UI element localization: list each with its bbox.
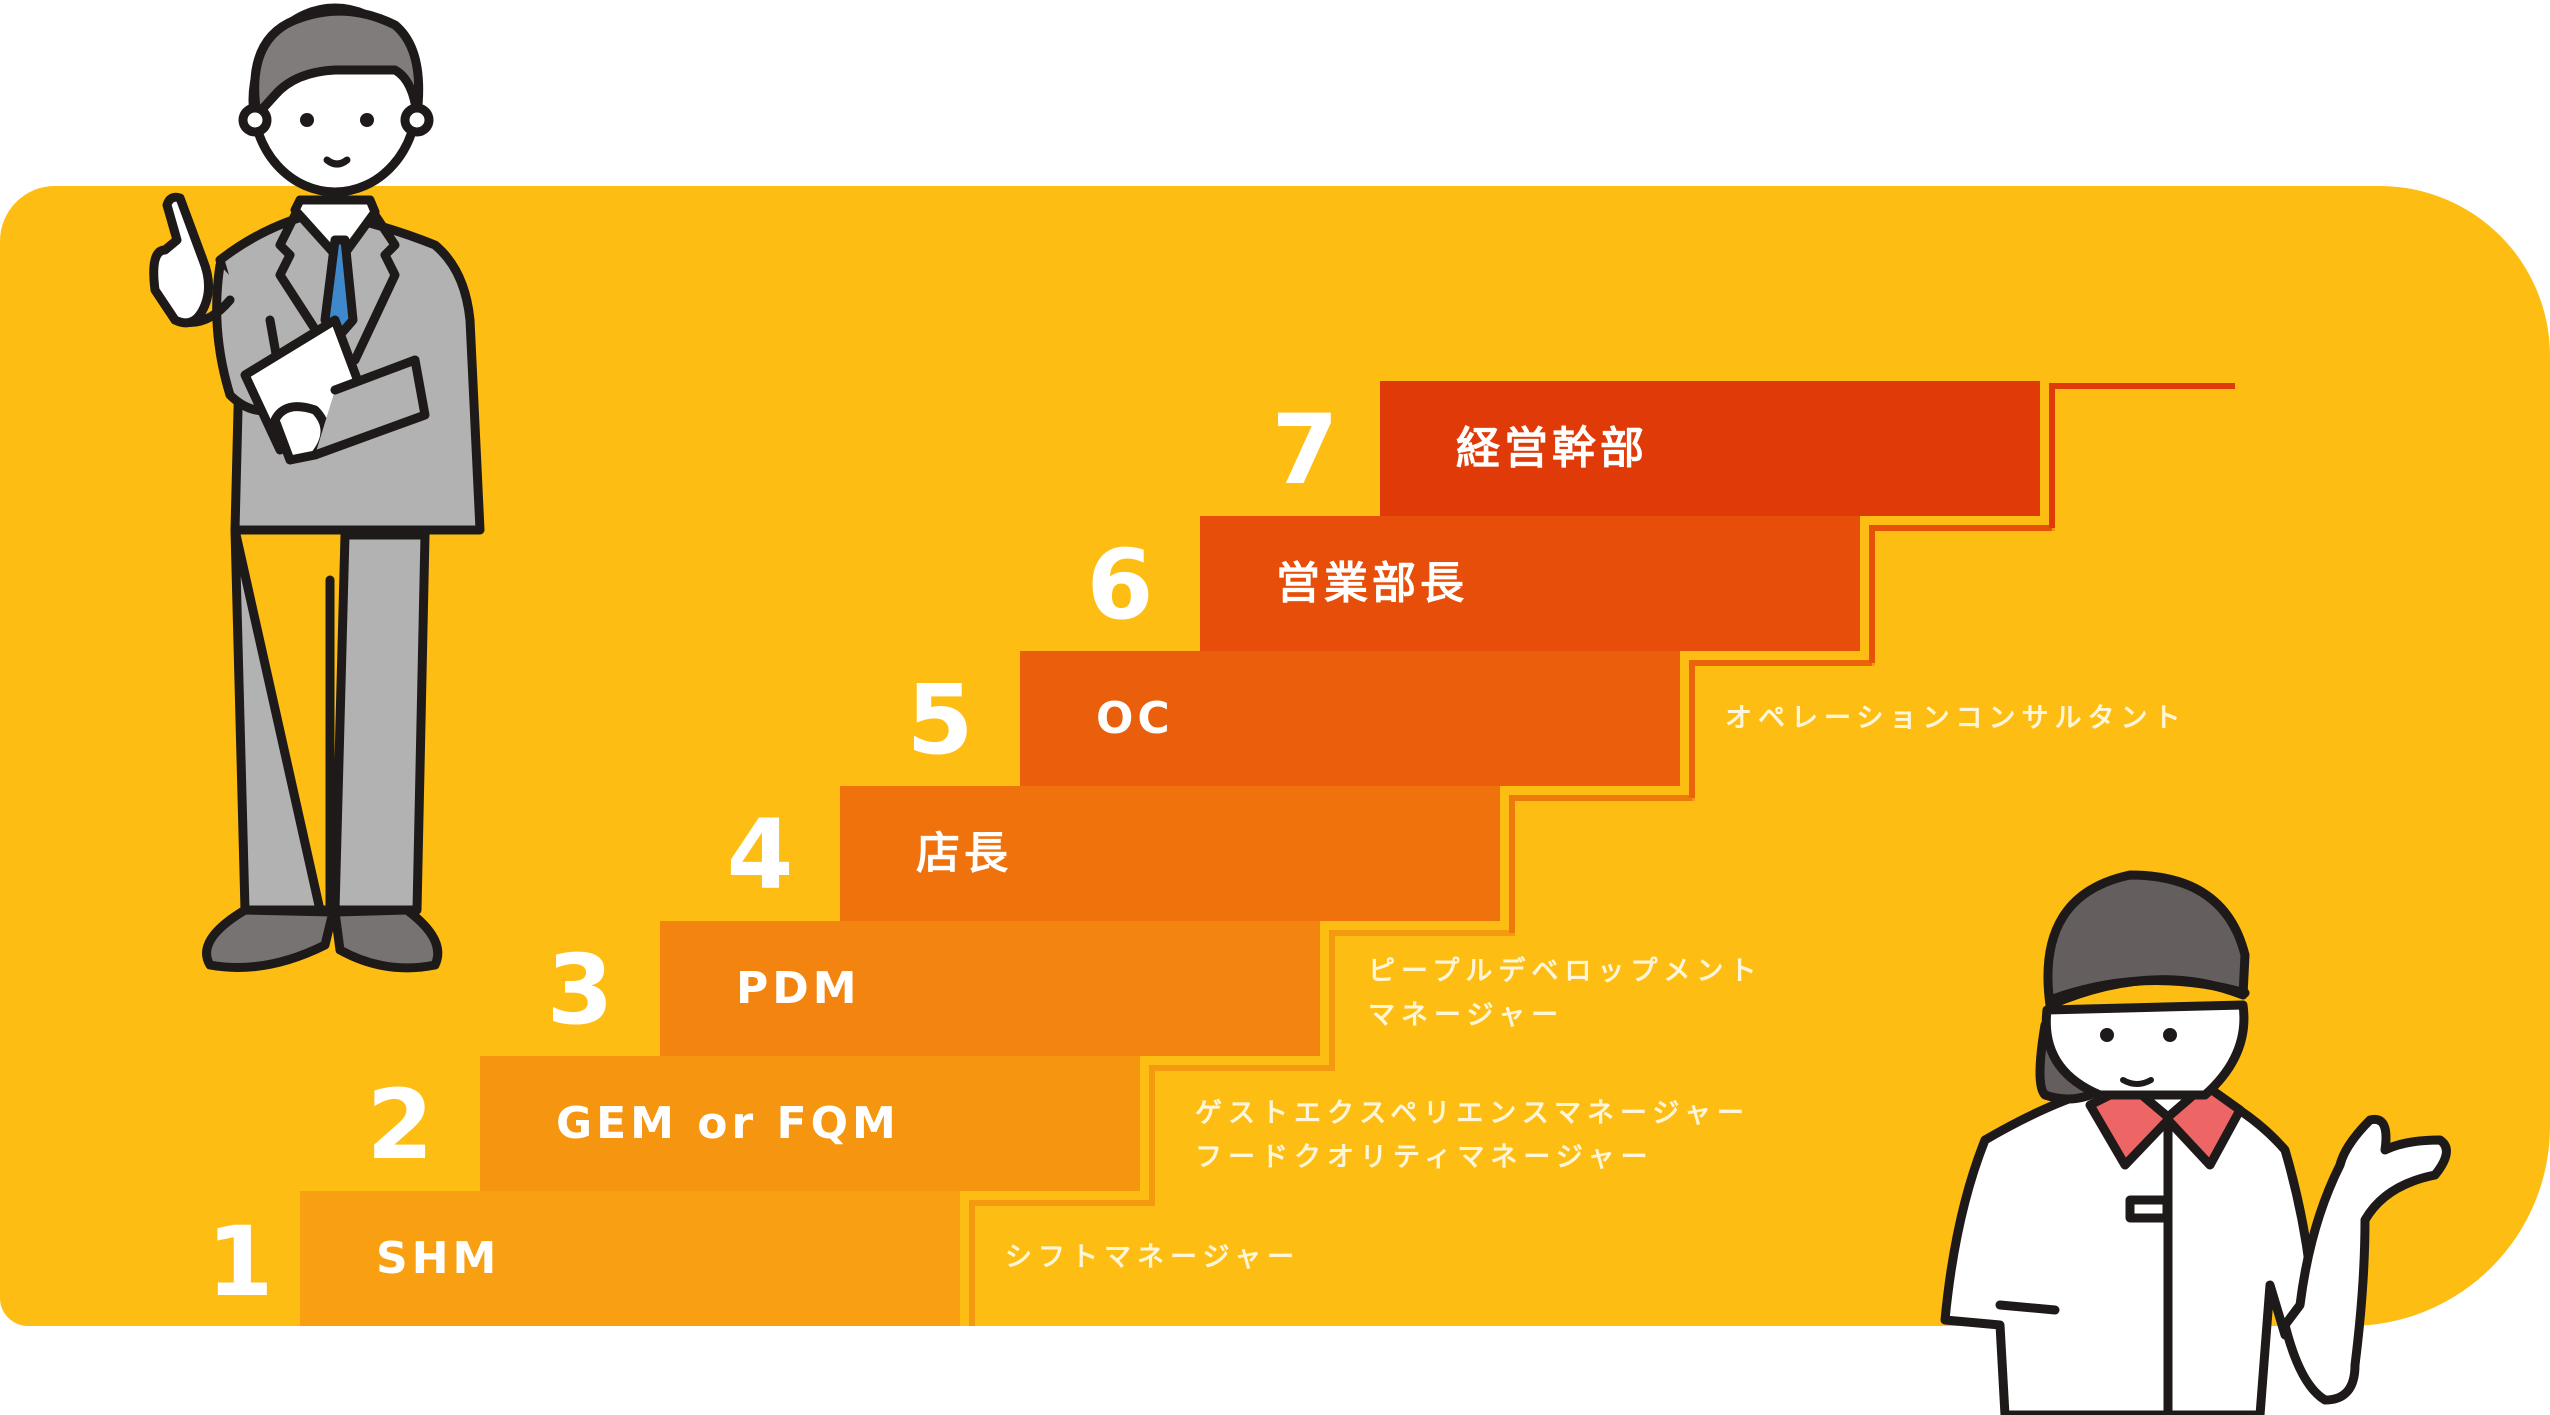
step-number: 5	[906, 664, 974, 776]
step-label: 営業部長	[1276, 558, 1468, 609]
step-1: SHM	[300, 1191, 960, 1326]
step-4: 店長	[840, 786, 1500, 921]
step-2: GEM or FQM	[480, 1056, 1140, 1191]
step-5: OC	[1020, 651, 1680, 786]
step-number: 1	[206, 1206, 274, 1318]
step-label: 店長	[916, 828, 1012, 879]
step-1-description: シフトマネージャー	[1005, 1236, 1300, 1280]
step-label: 経営幹部	[1456, 423, 1648, 474]
crew-member-illustration	[1940, 870, 2451, 1415]
description-line: ゲストエクスペリエンスマネージャー	[1195, 1098, 1751, 1129]
step-5-description: オペレーションコンサルタント	[1725, 697, 2186, 741]
step-number: 6	[1086, 529, 1154, 641]
step-7: 経営幹部	[1380, 381, 2040, 516]
step-label: SHM	[376, 1233, 501, 1284]
step-label: OC	[1096, 693, 1174, 744]
description-line: オペレーションコンサルタント	[1725, 703, 2187, 734]
step-3: PDM	[660, 921, 1320, 1056]
step-3-description: ピープルデベロップメント マネージャー	[1368, 950, 1762, 1038]
step-label: GEM or FQM	[556, 1098, 900, 1149]
step-number: 4	[726, 799, 794, 911]
step-label: PDM	[736, 963, 861, 1014]
description-line: ピープルデベロップメント	[1368, 956, 1763, 987]
description-line: マネージャー	[1368, 1000, 1565, 1031]
step-number: 7	[1271, 394, 1339, 506]
step-6: 営業部長	[1200, 516, 1860, 651]
step-number: 3	[546, 934, 614, 1046]
businessman-illustration	[149, 3, 485, 973]
step-number: 2	[366, 1069, 434, 1181]
description-line: シフトマネージャー	[1005, 1242, 1301, 1273]
description-line: フードクオリティマネージャー	[1195, 1142, 1654, 1173]
step-2-description: ゲストエクスペリエンスマネージャー フードクオリティマネージャー	[1195, 1092, 1750, 1180]
